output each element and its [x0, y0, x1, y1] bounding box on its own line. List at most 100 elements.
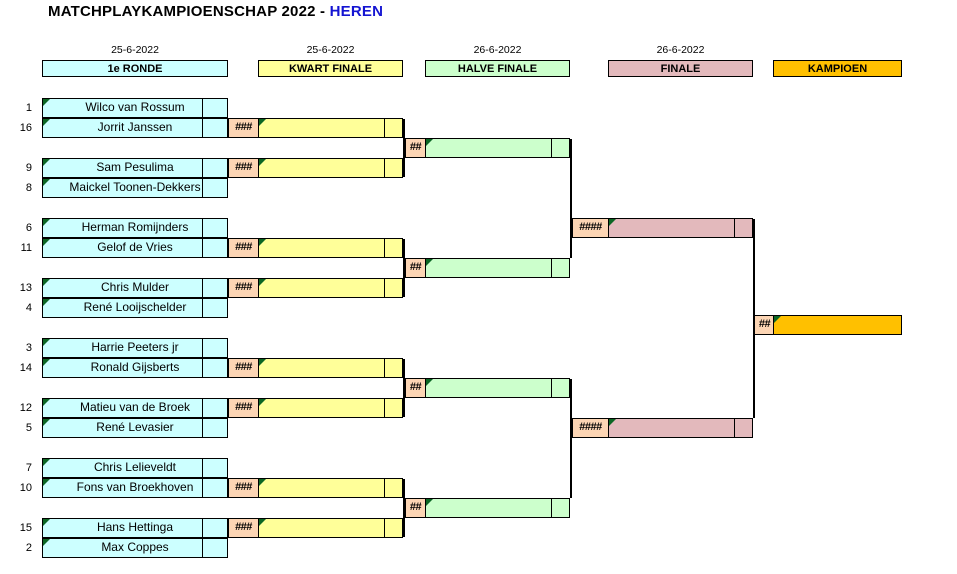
seed-number: 14 — [19, 362, 32, 374]
slot-sub-cell[interactable] — [202, 239, 227, 257]
round1-slot[interactable]: Hans Hettinga — [42, 518, 228, 538]
champion-slot[interactable] — [773, 315, 902, 335]
half-final-slot[interactable] — [425, 138, 570, 158]
slot-sub-cell[interactable] — [384, 359, 402, 377]
slot-sub-cell[interactable] — [551, 499, 569, 517]
quarter-final-slot[interactable] — [258, 158, 403, 178]
slot-sub-cell[interactable] — [202, 99, 227, 117]
slot-sub-cell[interactable] — [384, 239, 402, 257]
slot-sub-cell[interactable] — [202, 279, 227, 297]
connector-line — [403, 359, 405, 417]
slot-sub-cell[interactable] — [202, 179, 227, 197]
slot-sub-cell[interactable] — [202, 339, 227, 357]
final-score[interactable]: #### — [572, 418, 609, 438]
round1-slot[interactable]: Jorrit Janssen — [42, 118, 228, 138]
quarter-final-slot[interactable] — [258, 118, 403, 138]
slot-sub-cell[interactable] — [202, 539, 227, 557]
slot-sub-cell[interactable] — [202, 399, 227, 417]
seed-number: 3 — [25, 342, 32, 354]
seed-number: 12 — [19, 402, 32, 414]
quarter-final-score[interactable]: ### — [228, 158, 259, 178]
seed-number: 1 — [25, 102, 32, 114]
round1-slot[interactable]: Sam Pesulima — [42, 158, 228, 178]
round1-slot[interactable]: Max Coppes — [42, 538, 228, 558]
seed-number: 6 — [25, 222, 32, 234]
quarter-final-slot[interactable] — [258, 478, 403, 498]
quarter-final-slot[interactable] — [258, 238, 403, 258]
slot-sub-cell[interactable] — [202, 299, 227, 317]
connector-line — [570, 139, 572, 258]
slot-sub-cell[interactable] — [202, 519, 227, 537]
player-name: Matieu van de Broek — [79, 400, 191, 414]
round1-slot[interactable]: Gelof de Vries — [42, 238, 228, 258]
round1-slot[interactable]: Chris Mulder — [42, 278, 228, 298]
slot-sub-cell[interactable] — [551, 139, 569, 157]
slot-sub-cell[interactable] — [384, 399, 402, 417]
half-final-score[interactable]: ## — [405, 498, 426, 518]
player-name: René Levasier — [96, 420, 174, 434]
half-final-score[interactable]: ## — [405, 258, 426, 278]
quarter-final-score[interactable]: ### — [228, 478, 259, 498]
round-date-round-1: 25-6-2022 — [111, 44, 159, 56]
round-date-half-final: 26-6-2022 — [473, 44, 522, 56]
half-final-slot[interactable] — [425, 258, 570, 278]
half-final-score[interactable]: ## — [405, 378, 426, 398]
slot-sub-cell[interactable] — [734, 419, 752, 437]
slot-sub-cell[interactable] — [384, 519, 402, 537]
final-slot[interactable] — [608, 418, 753, 438]
quarter-final-slot[interactable] — [258, 518, 403, 538]
slot-sub-cell[interactable] — [384, 279, 402, 297]
seed-number: 16 — [19, 122, 32, 134]
round1-slot[interactable]: Harrie Peeters jr — [42, 338, 228, 358]
round1-slot[interactable]: Ronald Gijsberts — [42, 358, 228, 378]
round1-slot[interactable]: Matieu van de Broek — [42, 398, 228, 418]
quarter-final-score[interactable]: ### — [228, 238, 259, 258]
quarter-final-score[interactable]: ### — [228, 278, 259, 298]
slot-sub-cell[interactable] — [551, 379, 569, 397]
champion-score[interactable]: ## — [754, 315, 775, 335]
slot-sub-cell[interactable] — [202, 119, 227, 137]
slot-sub-cell[interactable] — [551, 259, 569, 277]
player-name: Wilco van Rossum — [85, 100, 185, 114]
final-slot[interactable] — [608, 218, 753, 238]
round1-slot[interactable]: Chris Lelieveldt — [42, 458, 228, 478]
connector-line — [570, 379, 572, 498]
connector-line — [403, 479, 405, 537]
slot-sub-cell[interactable] — [202, 479, 227, 497]
slot-sub-cell[interactable] — [202, 359, 227, 377]
quarter-final-score[interactable]: ### — [228, 358, 259, 378]
round1-slot[interactable]: Fons van Broekhoven — [42, 478, 228, 498]
half-final-slot[interactable] — [425, 498, 570, 518]
quarter-final-score[interactable]: ### — [228, 118, 259, 138]
half-final-slot[interactable] — [425, 378, 570, 398]
player-name: René Looijschelder — [83, 300, 187, 314]
slot-sub-cell[interactable] — [202, 159, 227, 177]
quarter-final-score[interactable]: ### — [228, 398, 259, 418]
quarter-final-slot[interactable] — [258, 278, 403, 298]
player-name: Max Coppes — [101, 540, 169, 554]
round1-slot[interactable]: Wilco van Rossum — [42, 98, 228, 118]
slot-sub-cell[interactable] — [202, 419, 227, 437]
quarter-final-slot[interactable] — [258, 398, 403, 418]
half-final-score[interactable]: ## — [405, 138, 426, 158]
round1-slot[interactable]: Maickel Toonen-Dekkers — [42, 178, 228, 198]
quarter-final-slot[interactable] — [258, 358, 403, 378]
final-score[interactable]: #### — [572, 218, 609, 238]
seed-number: 13 — [19, 282, 32, 294]
round1-slot[interactable]: René Levasier — [42, 418, 228, 438]
slot-sub-cell[interactable] — [384, 119, 402, 137]
round-header-quarter-final: KWART FINALE — [258, 60, 403, 77]
seed-number: 2 — [25, 542, 32, 554]
quarter-final-score[interactable]: ### — [228, 518, 259, 538]
seed-number: 8 — [25, 182, 32, 194]
player-name: Chris Lelieveldt — [93, 460, 177, 474]
connector-line — [403, 119, 405, 177]
slot-sub-cell[interactable] — [384, 479, 402, 497]
slot-sub-cell[interactable] — [202, 459, 227, 477]
round1-slot[interactable]: René Looijschelder — [42, 298, 228, 318]
round1-slot[interactable]: Herman Romijnders — [42, 218, 228, 238]
page-title-main: MATCHPLAYKAMPIOENSCHAP 2022 - — [48, 3, 330, 20]
slot-sub-cell[interactable] — [384, 159, 402, 177]
slot-sub-cell[interactable] — [734, 219, 752, 237]
slot-sub-cell[interactable] — [202, 219, 227, 237]
